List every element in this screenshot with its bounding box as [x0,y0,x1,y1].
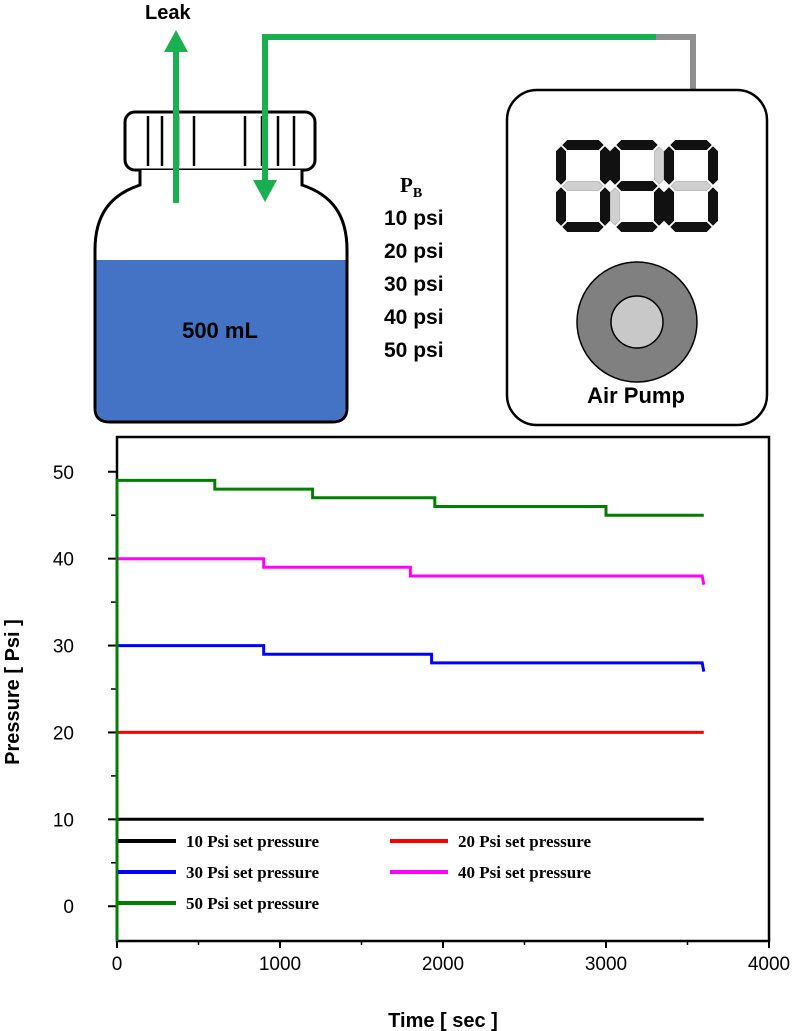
legend-item: 20 Psi set pressure [390,832,591,851]
display-segment [670,181,712,191]
pb-label: PB [400,173,422,201]
x-tick-label: 3000 [585,954,627,975]
x-axis-label: Time [ sec ] [388,1010,498,1031]
legend-item: 50 Psi set pressure [118,894,319,913]
x-tick-label: 2000 [422,954,464,975]
air-pump: Air Pump [505,88,769,427]
legend-label: 10 Psi set pressure [186,832,319,851]
legend-item: 30 Psi set pressure [118,863,319,882]
pump-body [505,88,769,427]
pressure-item: 30 psi [384,273,444,296]
pressure-chart: 0 1000 2000 3000 4000 0 10 20 30 40 50 10 Psi set… [2,435,790,1031]
y-tick-label: 30 [53,637,74,658]
display-segment [670,222,712,232]
series-line [115,644,706,941]
y-tick-label: 0 [63,897,74,918]
pressure-item: 10 psi [384,207,444,230]
bottle-liquid [96,260,346,421]
setup-diagram: 500 mL Leak PB 10 psi 20 psi 30 psi 40 p… [93,2,769,427]
display-segment [556,187,566,226]
pb-subscript: B [413,186,422,201]
display-segment [654,187,664,226]
display-segment [562,181,604,191]
display-segment [654,146,664,185]
x-ticks: 0 1000 2000 3000 4000 [112,941,790,975]
display-digit [556,140,610,232]
pressure-item: 20 psi [384,240,444,263]
legend-item: 40 Psi set pressure [390,863,591,882]
legend-label: 50 Psi set pressure [186,894,319,913]
bottle-label: 500 mL [182,318,258,343]
y-tick-label: 20 [53,723,74,744]
series-line [115,478,704,941]
display-digit [664,140,718,232]
display-segment [708,187,718,226]
pump-display [556,140,718,232]
display-segment [670,140,712,150]
y-tick-label: 10 [53,810,74,831]
x-tick-label: 0 [112,954,123,975]
display-segment [600,187,610,226]
display-segment [616,222,658,232]
pump-label: Air Pump [587,383,685,408]
display-segment [616,140,658,150]
leak-arrow [164,30,188,203]
legend-item: 10 Psi set pressure [118,832,319,851]
x-tick-label: 4000 [748,954,790,975]
series-lines [115,478,706,941]
legend-label: 30 Psi set pressure [186,863,319,882]
legend: 10 Psi set pressure 20 Psi set pressure 30… [118,832,591,913]
display-segment [600,146,610,185]
display-segment [708,146,718,185]
x-tick-label: 1000 [259,954,301,975]
pressure-list: PB 10 psi 20 psi 30 psi 40 psi 50 psi [384,173,444,362]
bottle: 500 mL [93,110,349,424]
display-segment [610,187,620,226]
pump-knob-inner [610,295,664,349]
display-segment [664,146,674,185]
leak-label: Leak [145,2,191,24]
display-segment [562,140,604,150]
series-line [115,557,706,941]
legend-label: 40 Psi set pressure [458,863,591,882]
bottle-cap [123,110,317,172]
legend-label: 20 Psi set pressure [458,832,591,851]
supply-tube [253,34,696,202]
display-segment [556,146,566,185]
y-tick-label: 50 [53,463,74,484]
pressure-item: 40 psi [384,306,444,329]
display-segment [562,222,604,232]
display-digit [610,140,664,232]
y-ticks: 0 10 20 30 40 50 [53,463,117,918]
pressure-item: 50 psi [384,339,444,362]
display-segment [610,146,620,185]
display-segment [616,181,658,191]
y-tick-label: 40 [53,550,74,571]
display-segment [664,187,674,226]
y-axis-label: Pressure [ Psi ] [2,619,24,765]
